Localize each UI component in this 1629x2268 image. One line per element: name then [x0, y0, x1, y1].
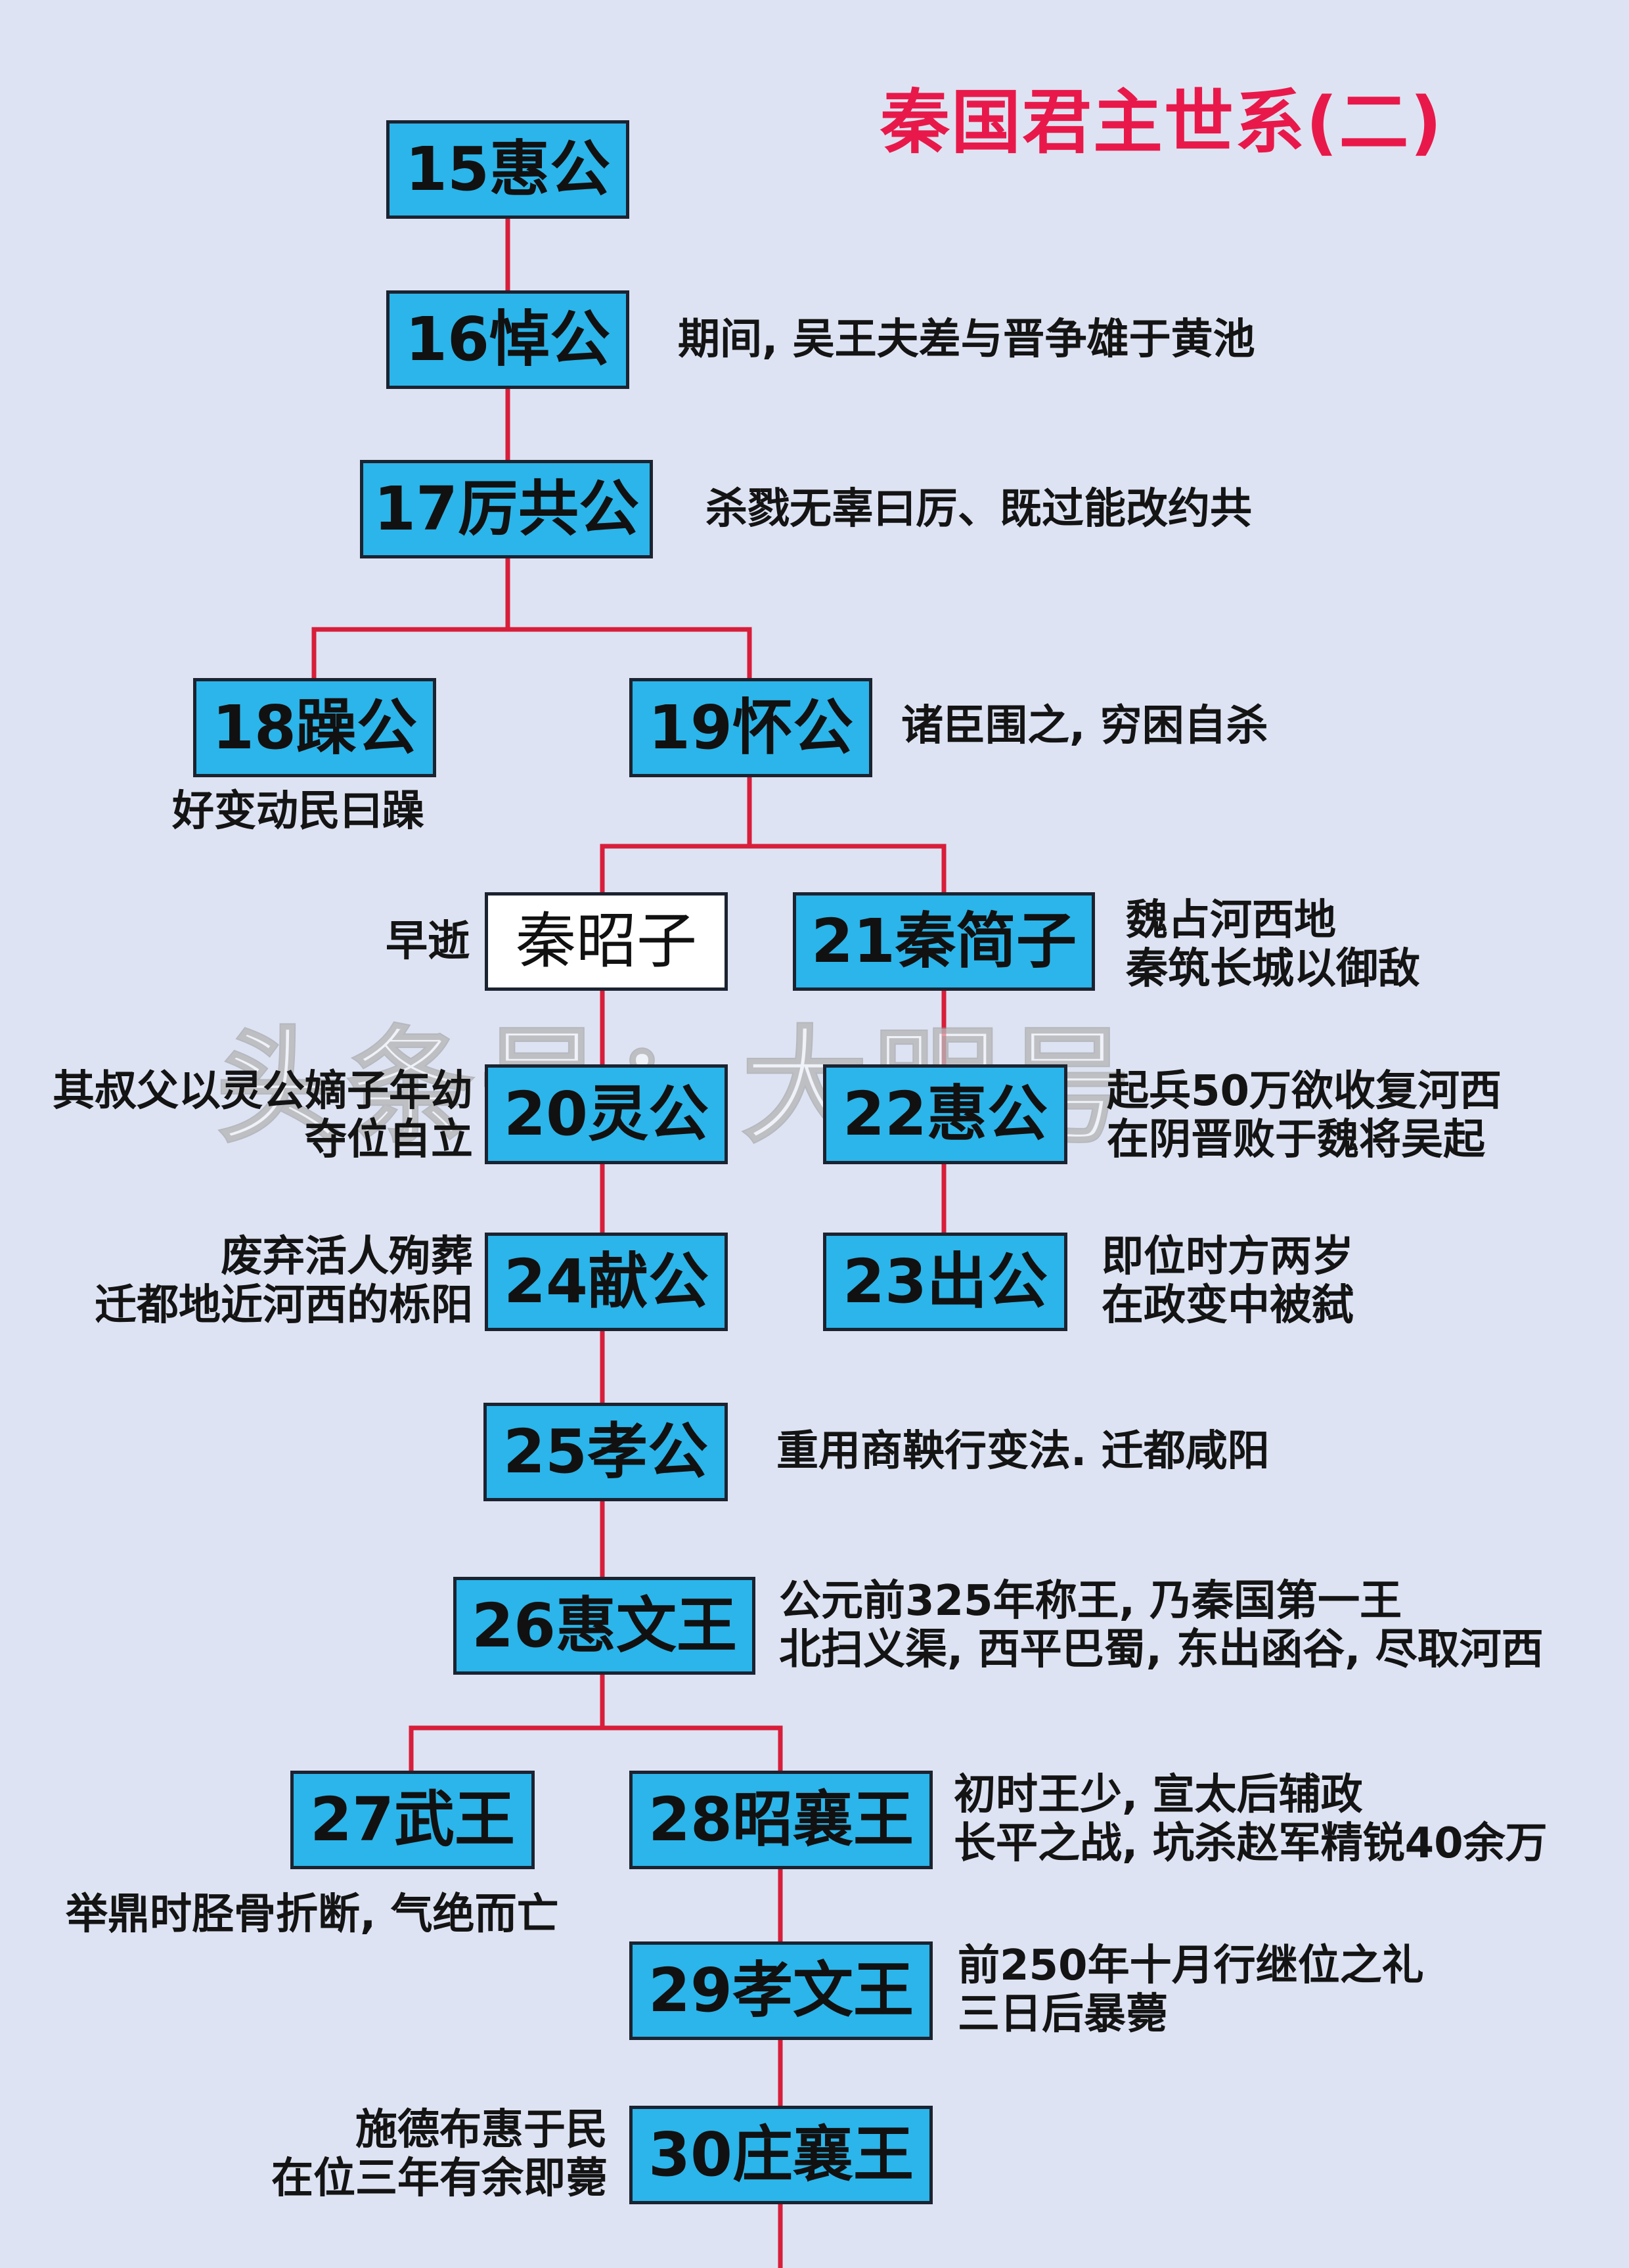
- note-29: 前250年十月行继位之礼 三日后暴薨: [958, 1941, 1424, 2039]
- note-27: 举鼎时胫骨折断, 气绝而亡: [66, 1890, 559, 1939]
- node-25-xiaogong: 25孝公: [483, 1403, 728, 1501]
- note-30: 施德布惠于民 在位三年有余即薨: [271, 2106, 608, 2203]
- note-28: 初时王少, 宣太后辅政 长平之战, 坑杀赵军精锐40余万: [954, 1771, 1548, 1868]
- note-26: 公元前325年称王, 乃秦国第一王 北扫义渠, 西平巴蜀, 东出函谷, 尽取河西: [779, 1577, 1544, 1674]
- node-28-zhaoxiangwang: 28昭襄王: [629, 1771, 933, 1869]
- note-25: 重用商鞅行变法. 迁都咸阳: [776, 1427, 1270, 1476]
- note-24: 废弃活人殉葬 迁都地近河西的栎阳: [95, 1233, 473, 1330]
- node-15-huigong: 15惠公: [386, 120, 629, 219]
- note-19: 诸臣围之, 穷困自杀: [901, 702, 1268, 750]
- node-29-xiaowenwang: 29孝文王: [629, 1941, 933, 2040]
- node-19-huaigong: 19怀公: [629, 678, 872, 777]
- note-18: 好变动民曰躁: [172, 787, 424, 836]
- node-17-ligonggong: 17厉共公: [360, 460, 653, 558]
- node-23-chugong: 23出公: [823, 1233, 1067, 1331]
- note-21: 魏占河西地 秦筑长城以御敌: [1126, 896, 1420, 993]
- node-qin-zhaozi: 秦昭子: [485, 892, 728, 991]
- note-22: 起兵50万欲收复河西 在阴晋败于魏将吴起: [1107, 1067, 1502, 1164]
- node-26-huiwenwang: 26惠文王: [453, 1577, 755, 1675]
- node-27-wuwang: 27武王: [290, 1771, 535, 1869]
- node-22-huigong: 22惠公: [823, 1064, 1067, 1164]
- note-23: 即位时方两岁 在政变中被弑: [1102, 1233, 1354, 1330]
- note-20: 其叔父以灵公嫡子年幼 夺位自立: [53, 1067, 473, 1164]
- node-20-linggong: 20灵公: [485, 1064, 728, 1164]
- node-21-jianzi: 21秦简子: [793, 892, 1095, 991]
- node-30-zhuangxiangwang: 30庄襄王: [629, 2106, 933, 2204]
- chart-title: 秦国君主世系(二): [880, 82, 1443, 163]
- node-18-zaogong: 18躁公: [193, 678, 436, 777]
- node-24-xiangong: 24献公: [485, 1233, 728, 1331]
- note-16: 期间, 吴王夫差与晋争雄于黄池: [678, 315, 1255, 364]
- node-16-daogong: 16悼公: [386, 290, 629, 389]
- note-17: 杀戮无辜曰厉、既过能改约共: [705, 485, 1252, 533]
- note-zhaozi: 早逝: [386, 917, 470, 966]
